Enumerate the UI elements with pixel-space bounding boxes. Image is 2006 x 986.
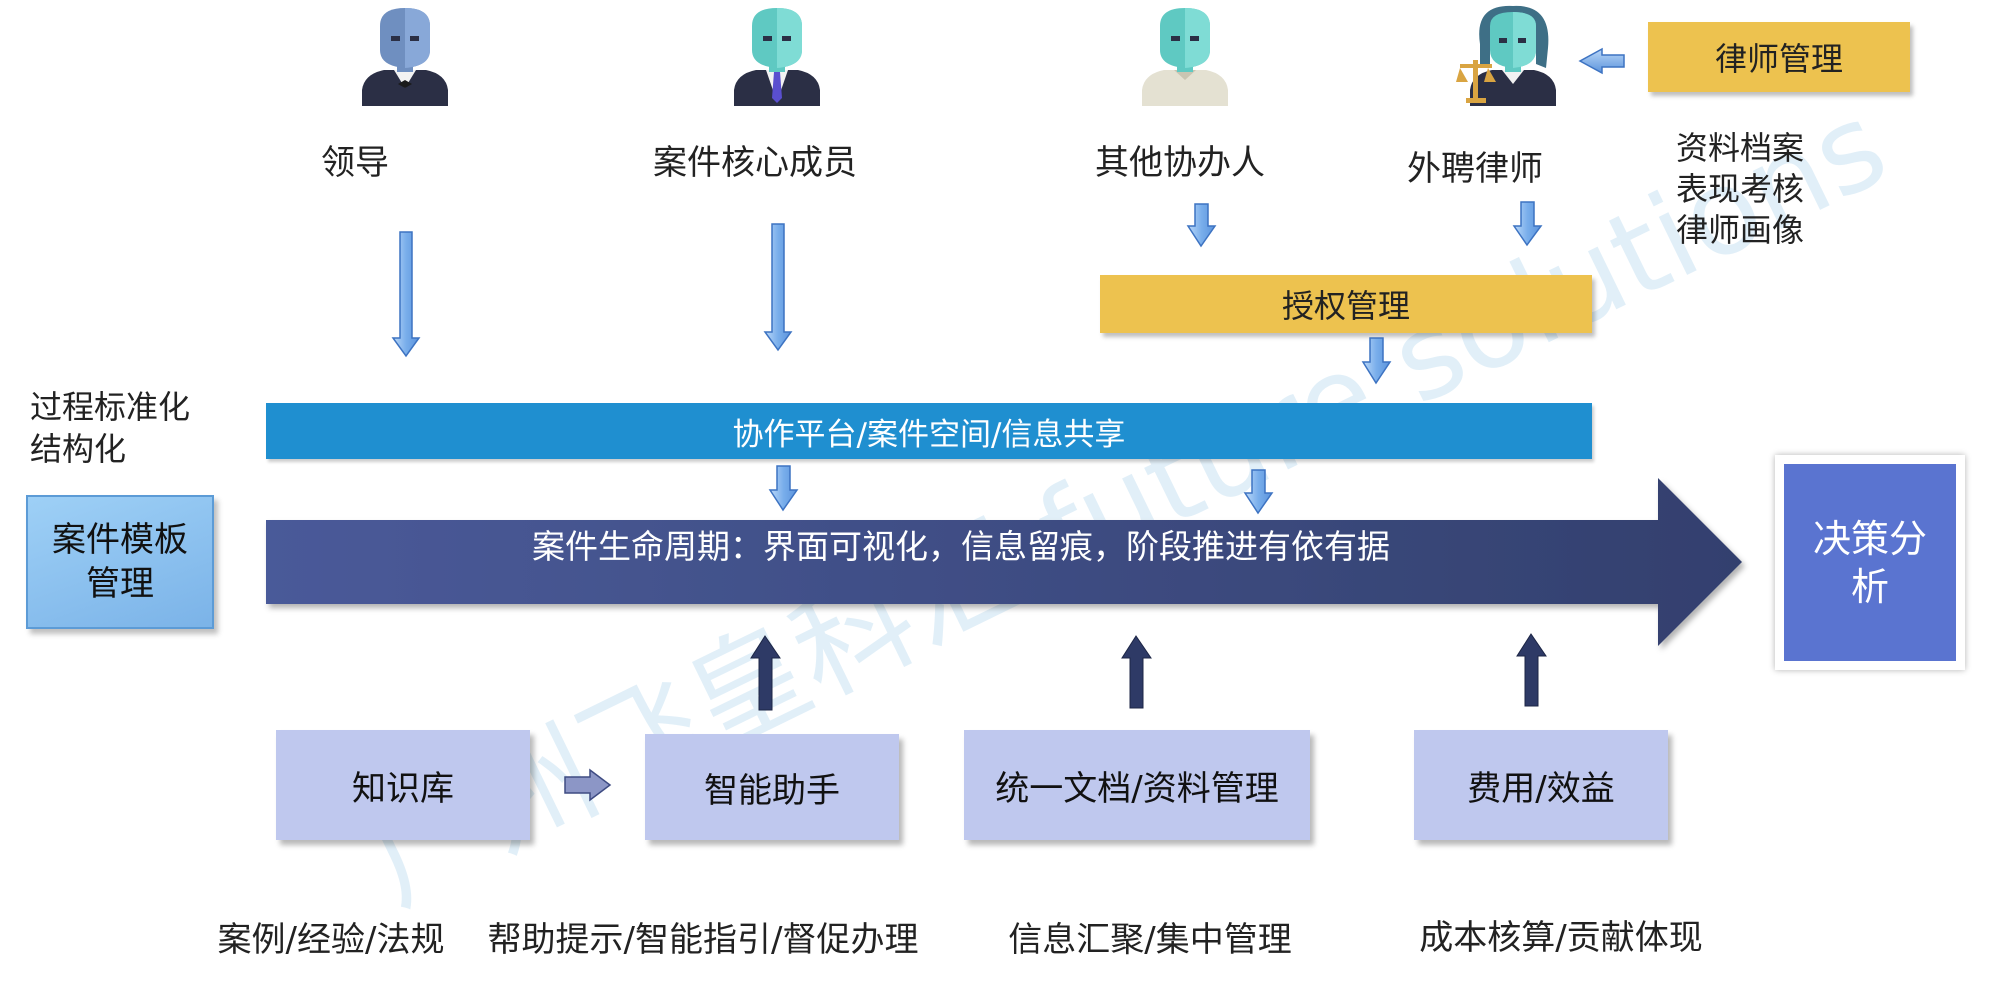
- role-label-leader: 领导: [321, 143, 389, 183]
- lawyer-management-items: 资料档案 表现考核 律师画像: [1676, 128, 1804, 251]
- core-member-person-icon: [730, 6, 824, 106]
- module-cost-benefit[interactable]: 费用/效益: [1414, 730, 1668, 840]
- role-label-core-member: 案件核心成员: [653, 143, 857, 183]
- module-title: 统一文档/资料管理: [995, 768, 1279, 809]
- module-caption-knowledge: 案例/经验/法规: [217, 920, 445, 960]
- down-arrow-lawyer: [1512, 201, 1543, 247]
- process-standardization-note: 过程标准化 结构化: [30, 386, 190, 470]
- down-arrow-platform-left: [768, 465, 799, 512]
- lawyer-item-portrait: 律师画像: [1676, 211, 1805, 249]
- authorization-box[interactable]: 授权管理: [1100, 275, 1592, 333]
- case-template-management-box[interactable]: 案件模板 管理: [26, 495, 214, 629]
- module-document-management[interactable]: 统一文档/资料管理: [964, 730, 1310, 840]
- role-label-assistant: 其他协办人: [1095, 143, 1265, 183]
- lawyer-management-box[interactable]: 律师管理: [1648, 22, 1910, 92]
- module-smart-assistant[interactable]: 智能助手: [645, 734, 899, 840]
- right-arrow-knowledge-to-assistant: [564, 768, 612, 802]
- decision-analysis-box[interactable]: 决策分 析: [1784, 464, 1956, 661]
- down-arrow-core-member: [763, 223, 793, 352]
- note-line-2: 结构化: [30, 430, 127, 468]
- assistant-person-icon: [1138, 6, 1232, 106]
- module-title: 知识库: [352, 768, 454, 809]
- lawyer-item-evaluation: 表现考核: [1676, 170, 1805, 208]
- module-caption-document: 信息汇聚/集中管理: [1008, 920, 1292, 960]
- collaboration-platform-bar[interactable]: 协作平台/案件空间/信息共享: [266, 403, 1592, 459]
- note-line-1: 过程标准化: [30, 388, 191, 426]
- leader-person-icon: [358, 6, 452, 106]
- lawyer-person-icon: [1456, 4, 1562, 106]
- template-line-1: 案件模板: [52, 520, 188, 560]
- lawyer-item-archive: 资料档案: [1676, 129, 1805, 167]
- lifecycle-label: 案件生命周期：界面可视化，信息留痕，阶段推进有依有据: [532, 527, 1390, 566]
- module-caption-cost: 成本核算/贡献体现: [1419, 918, 1703, 958]
- platform-bar-label: 协作平台/案件空间/信息共享: [732, 416, 1126, 453]
- down-arrow-assistant: [1186, 203, 1217, 248]
- module-title: 费用/效益: [1467, 768, 1615, 809]
- decision-line-2: 析: [1850, 564, 1889, 609]
- down-arrow-leader: [391, 231, 421, 358]
- role-label-lawyer: 外聘律师: [1407, 149, 1543, 189]
- down-arrow-authorization: [1361, 337, 1392, 385]
- down-arrow-platform-right: [1243, 469, 1274, 515]
- template-line-2: 管理: [86, 564, 154, 604]
- left-arrow-lawyer-management: [1578, 47, 1625, 75]
- case-lifecycle-arrow: [266, 478, 1742, 646]
- lawyer-management-label: 律师管理: [1714, 40, 1843, 78]
- up-arrow-smart-assistant: [750, 635, 781, 711]
- decision-line-1: 决策分: [1812, 516, 1927, 561]
- module-caption-assistant: 帮助提示/智能指引/督促办理: [487, 920, 919, 960]
- decision-analysis-frame: 决策分 析: [1775, 455, 1965, 670]
- module-knowledge-base[interactable]: 知识库: [276, 730, 530, 840]
- module-title: 智能助手: [704, 770, 840, 811]
- up-arrow-document: [1121, 635, 1152, 709]
- authorization-label: 授权管理: [1281, 287, 1410, 325]
- up-arrow-cost: [1516, 633, 1547, 707]
